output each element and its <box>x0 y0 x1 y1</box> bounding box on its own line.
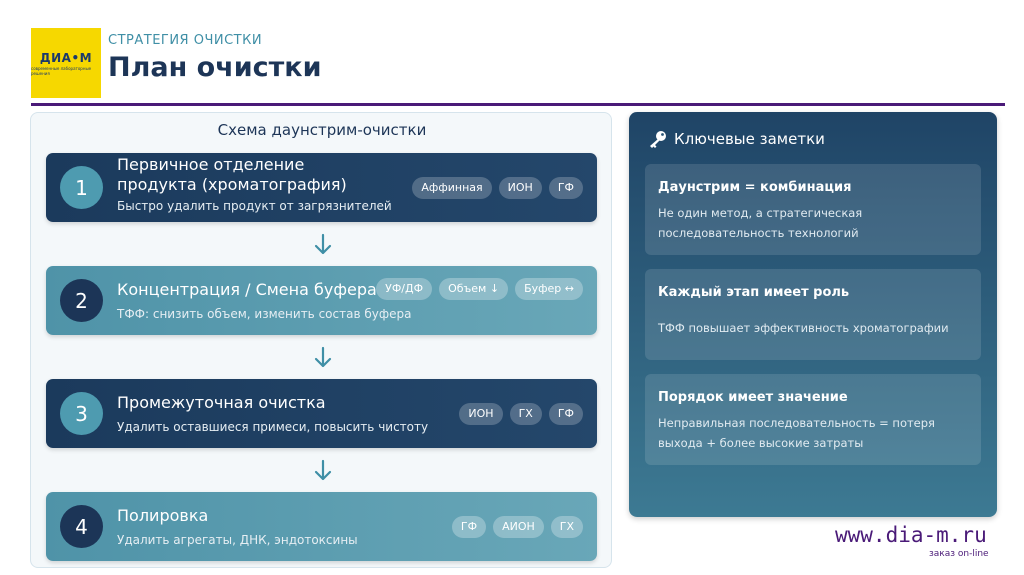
downstream-scheme-panel: Схема даунстрим-очистки 1 Первичное отде… <box>30 112 612 568</box>
step-number: 2 <box>60 279 103 322</box>
step-title: Концентрация / Смена буфера <box>117 280 377 299</box>
step-title: Первичное отделение продукта (хроматогра… <box>117 155 347 194</box>
logo: ДИА•М современные лабораторные решения <box>31 28 101 98</box>
tag: ГХ <box>509 402 542 425</box>
step-3-card: 3 Промежуточная очистка Удалить оставшие… <box>46 379 597 448</box>
logo-text: ДИА•М <box>39 50 93 65</box>
tag: ИОН <box>459 402 503 425</box>
tag: АИОН <box>493 515 544 538</box>
key-icon <box>650 131 666 148</box>
tag: Буфер ↔ <box>515 277 583 300</box>
step-tags: УФ/ДФ Объем ↓ Буфер ↔ <box>376 254 583 323</box>
notes-header: Ключевые заметки <box>648 130 825 148</box>
note-title: Порядок имеет значение <box>658 390 848 405</box>
note-text: Неправильная последовательность = потеря… <box>658 416 935 450</box>
step-tags: ГФ АИОН ГХ <box>451 492 583 561</box>
tag: Аффинная <box>412 176 492 199</box>
note-card: Порядок имеет значение Неправильная посл… <box>645 374 981 465</box>
step-number: 1 <box>60 166 103 209</box>
step-description: ТФФ: снизить объем, изменить состав буфе… <box>117 307 412 321</box>
step-4-card: 4 Полировка Удалить агрегаты, ДНК, эндот… <box>46 492 597 561</box>
step-title: Промежуточная очистка <box>117 393 326 412</box>
arrow-down-icon <box>314 233 332 255</box>
page-title: План очистки <box>108 52 322 83</box>
tag: ГХ <box>550 515 583 538</box>
step-description: Удалить агрегаты, ДНК, эндотоксины <box>117 533 358 547</box>
note-card: Каждый этап имеет роль ТФФ повышает эффе… <box>645 269 981 360</box>
header-divider <box>31 103 1005 106</box>
step-number: 3 <box>60 392 103 435</box>
step-tags: Аффинная ИОН ГФ <box>412 153 583 222</box>
brand-url-link[interactable]: www.dia-m.ru <box>835 523 987 547</box>
step-description: Быстро удалить продукт от загрязнителей <box>117 199 392 213</box>
step-tags: ИОН ГХ ГФ <box>459 379 583 448</box>
note-text: ТФФ повышает эффективность хроматографии <box>658 321 949 335</box>
arrow-down-icon <box>314 459 332 481</box>
step-description: Удалить оставшиеся примеси, повысить чис… <box>117 420 429 434</box>
logo-subtext: современные лабораторные решения <box>31 65 92 76</box>
brand-tagline: заказ on-line <box>929 549 989 559</box>
scheme-title: Схема даунстрим-очистки <box>217 121 427 139</box>
note-card: Даунстрим = комбинация Не один метод, а … <box>645 164 981 255</box>
notes-title: Ключевые заметки <box>674 130 825 148</box>
section-kicker: СТРАТЕГИЯ ОЧИСТКИ <box>108 33 263 48</box>
note-title: Даунстрим = комбинация <box>658 180 852 195</box>
tag: УФ/ДФ <box>376 277 433 300</box>
step-1-card: 1 Первичное отделение продукта (хроматог… <box>46 153 597 222</box>
arrow-down-icon <box>314 346 332 368</box>
note-text: Не один метод, а стратегическая последов… <box>658 206 863 240</box>
tag: ГФ <box>548 176 583 199</box>
note-title: Каждый этап имеет роль <box>658 285 850 300</box>
step-number: 4 <box>60 505 103 548</box>
tag: ИОН <box>498 176 542 199</box>
step-title: Полировка <box>117 506 209 525</box>
tag: ГФ <box>451 515 487 538</box>
key-notes-panel: Ключевые заметки Даунстрим = комбинация … <box>629 112 997 517</box>
step-2-card: 2 Концентрация / Смена буфера ТФФ: снизи… <box>46 266 597 335</box>
tag: Объем ↓ <box>439 277 509 300</box>
tag: ГФ <box>548 402 583 425</box>
